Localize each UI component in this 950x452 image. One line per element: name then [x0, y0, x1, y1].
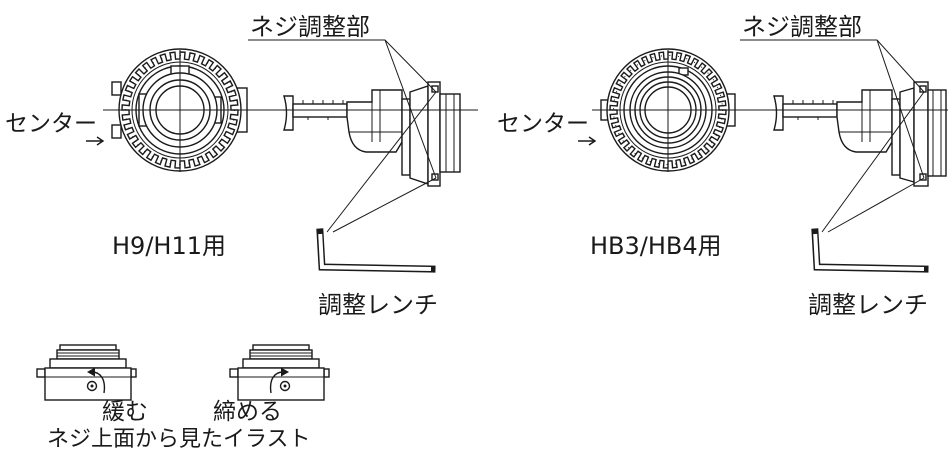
adjust-screw-label: ネジ調整部 [742, 13, 862, 41]
bayonet-cap-lines [932, 90, 942, 176]
wrench-outline [811, 228, 929, 273]
hb3-hb4-diagram: センター ネジ調整部 HB3/HB4用 調整レンチ [497, 13, 948, 319]
heatsink-body [836, 89, 893, 153]
wrench-inner [318, 233, 432, 271]
side-tab-left-upper [111, 81, 122, 96]
wrench-inner [813, 233, 925, 271]
flange-plate-3 [427, 81, 441, 187]
loosen-label: 緩む [102, 399, 148, 425]
wrench-outline [316, 228, 436, 273]
screw-housing [36, 344, 137, 401]
center-label: センター [5, 111, 97, 137]
adjustment-wrench [316, 228, 436, 273]
heatsink-body [346, 89, 403, 153]
wrench-leader-lines [821, 91, 925, 233]
adjust-screw-leader-lines [740, 39, 925, 179]
tighten-arrowhead [281, 367, 289, 377]
wrench-leader-lines [326, 91, 437, 233]
center-label: センター [497, 111, 589, 137]
bayonet-cap [927, 89, 947, 177]
adjust-screw-label: ネジ調整部 [250, 13, 370, 41]
center-arrow [86, 136, 105, 146]
wrench-label: 調整レンチ [808, 291, 928, 319]
wrench-label: 調整レンチ [318, 291, 438, 319]
tighten-label: 締める [213, 399, 282, 425]
flange-plate-2 [899, 87, 915, 183]
adjust-screw-center [90, 384, 94, 388]
hb3-hb4-side-view [773, 81, 947, 187]
side-tab-left-lower [111, 124, 122, 139]
center-arrow [578, 136, 597, 146]
flange-plate-2 [409, 85, 429, 185]
bayonet-cap [439, 93, 461, 173]
tighten-arrow [269, 371, 284, 394]
bulb-type-label: H9/H11用 [112, 232, 226, 260]
adjust-screw-top [431, 85, 439, 93]
shaft-fins [302, 100, 344, 120]
screw-top-view-loosen [36, 344, 137, 401]
adjust-screw-leader-lines [248, 39, 437, 179]
bracket-foot [283, 95, 294, 131]
heatsink-detail-lines [349, 90, 402, 142]
h9-h11-side-view [283, 81, 461, 187]
bayonet-cap-lines [445, 94, 455, 172]
loosen-arrowhead [87, 367, 95, 377]
adjustment-wrench [811, 228, 929, 273]
shaft-fins [792, 100, 834, 120]
screw-top-view-tighten [229, 344, 330, 401]
adjust-screw-top [919, 85, 927, 93]
screw-top-view-caption: ネジ上面から見たイラスト [47, 427, 311, 452]
bracket-foot [773, 95, 784, 131]
heatsink-detail-lines [839, 90, 892, 142]
bulb-type-label: HB3/HB4用 [590, 232, 722, 260]
h9-h11-diagram: センター ネジ調整部 H9/H11用 調整レンチ [5, 13, 478, 319]
adjust-screw-center [283, 384, 287, 388]
